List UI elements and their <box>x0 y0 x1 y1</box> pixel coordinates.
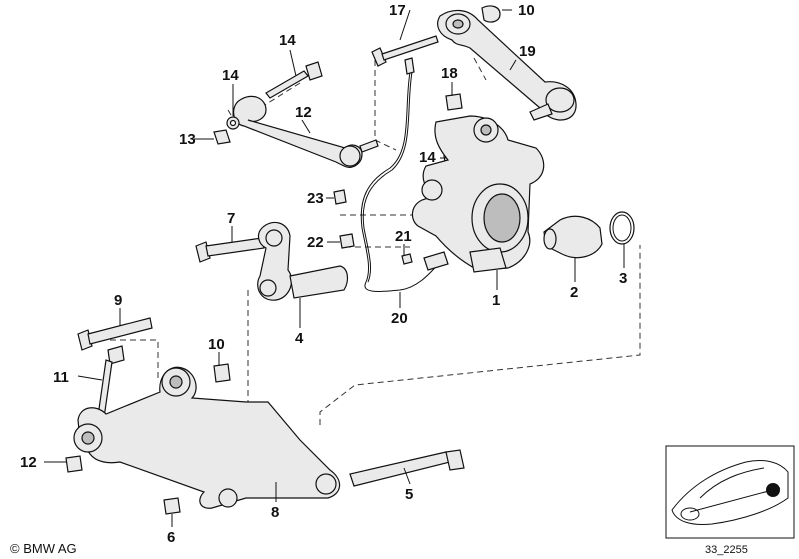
ring-part-3 <box>609 211 635 245</box>
locator-marker-icon <box>766 483 780 497</box>
callout-16: 14 <box>222 67 239 84</box>
bushing-part-12 <box>65 455 83 473</box>
boot-part-2 <box>543 215 603 259</box>
callout-3: 3 <box>619 270 627 287</box>
callout-10-lower: 10 <box>208 336 225 353</box>
wheel-carrier-part-1 <box>411 115 545 273</box>
callout-21: 21 <box>395 228 412 245</box>
callout-12: 12 <box>20 454 37 471</box>
callout-14-right: 14 <box>419 149 436 166</box>
callout-17: 19 <box>519 43 536 60</box>
nut-part-10-lower <box>213 363 231 383</box>
callout-9: 9 <box>114 292 122 309</box>
callout-labels: 17 10 19 14 14 18 12 13 14 23 7 22 21 3 … <box>20 2 627 546</box>
callout-4: 4 <box>295 330 304 347</box>
leader-lines <box>44 9 625 527</box>
nut-part-6 <box>163 497 181 515</box>
callout-15: 14 <box>279 32 296 49</box>
bolt-part-21 <box>401 253 413 265</box>
diagram-reference-number: 33_2255 <box>705 544 748 556</box>
bolt-part-19 <box>371 35 439 67</box>
clip-part-23 <box>333 189 347 205</box>
callout-1: 1 <box>492 292 500 309</box>
copyright-label: © BMW AG <box>10 541 77 556</box>
grommet-part-22 <box>339 233 355 249</box>
callout-2: 2 <box>570 284 578 301</box>
callout-20: 20 <box>391 310 408 327</box>
callout-5: 5 <box>405 486 413 503</box>
bushing-part-18 <box>445 93 463 111</box>
callout-10-upper: 10 <box>518 2 535 19</box>
sleeve-part-4 <box>289 265 349 299</box>
bolt-part-7 <box>195 237 265 263</box>
callout-8: 8 <box>271 504 279 521</box>
bolt-part-5 <box>349 449 465 487</box>
callout-6: 6 <box>167 529 175 546</box>
bolt-part-9 <box>77 317 153 351</box>
upper-control-arm-part-17 <box>437 5 577 121</box>
bolt-part-11 <box>97 345 125 419</box>
callout-23: 23 <box>307 190 324 207</box>
callout-14-left: 13 <box>179 131 196 148</box>
callout-19: 17 <box>389 2 406 19</box>
link-part-4 <box>257 221 293 301</box>
abs-sensor-cable-part-20 <box>360 57 449 293</box>
callout-7: 7 <box>227 210 235 227</box>
callout-13: 12 <box>295 104 312 121</box>
callout-11: 11 <box>53 369 69 386</box>
trailing-arm-part-8 <box>73 366 341 509</box>
callout-18: 18 <box>441 65 458 82</box>
callout-22: 22 <box>307 234 324 251</box>
toe-link-assembly <box>213 61 379 168</box>
vehicle-locator-inset <box>665 445 795 539</box>
